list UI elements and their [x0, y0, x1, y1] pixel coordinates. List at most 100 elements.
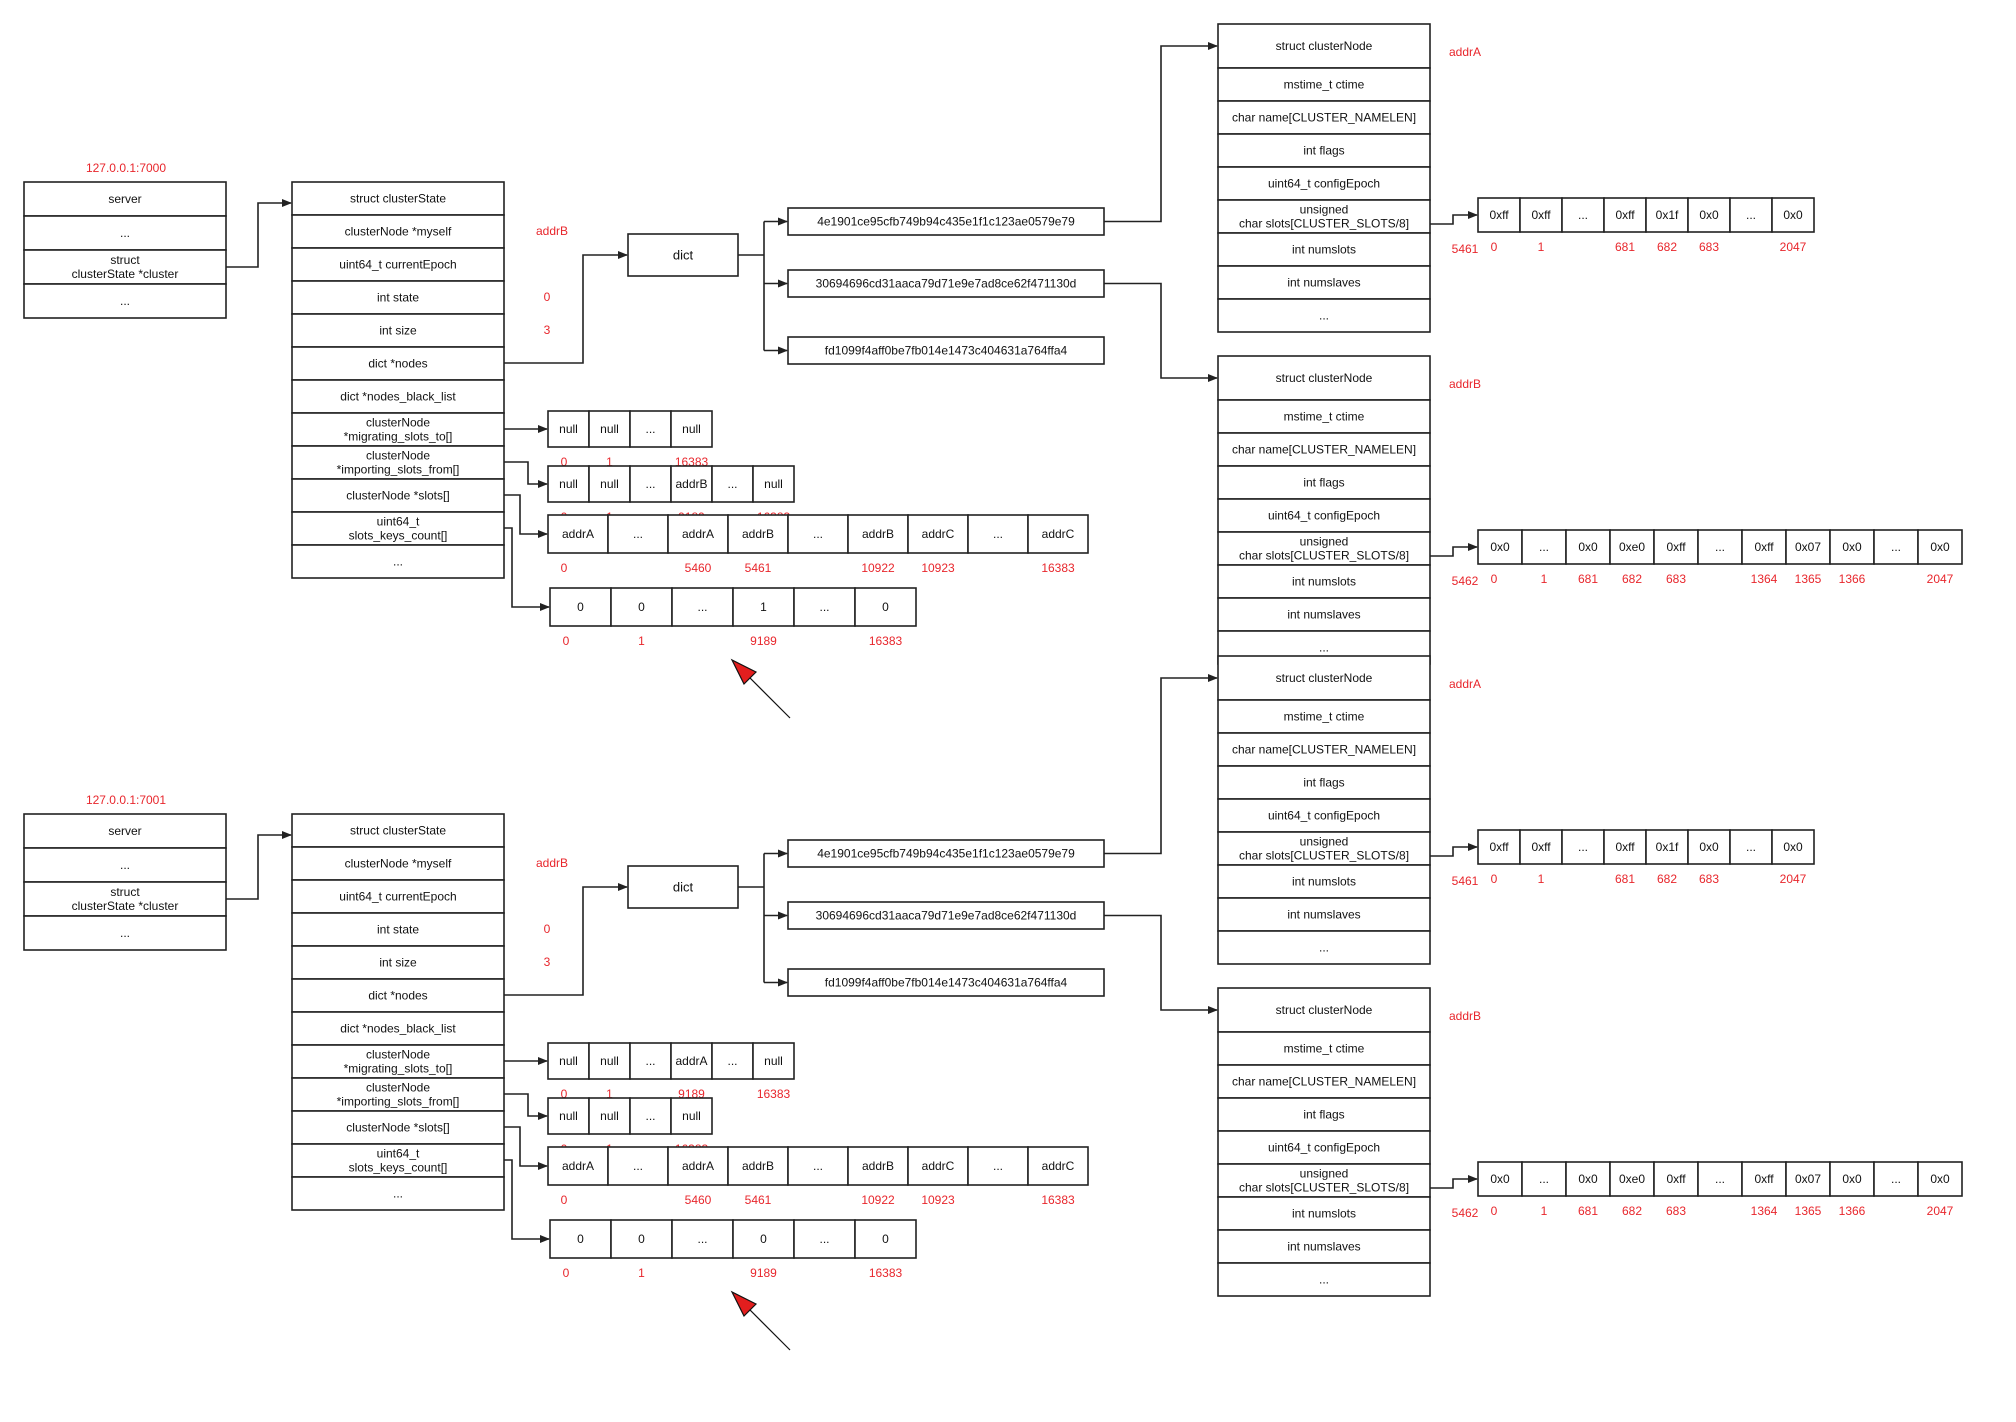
- server-struct-row-label: ...: [120, 294, 130, 308]
- slots-bitmap-cell: [1697, 529, 1743, 565]
- migrating-slots-index: 16383: [757, 1087, 791, 1101]
- slots-bitmap-index: 683: [1666, 572, 1686, 586]
- slots-bitmap-index: 681: [1578, 1204, 1598, 1218]
- cluster-state-struct-row-label: clusterNode *myself: [345, 225, 452, 239]
- slots-array-cell-value: addrA: [562, 527, 594, 541]
- slots-bitmap-cell: [1477, 1161, 1523, 1197]
- migrating-slots-cell-value: ...: [727, 1054, 737, 1068]
- slots-bitmap-cell: [1741, 1161, 1787, 1197]
- slots-keys-count-index: 9189: [750, 634, 777, 648]
- cluster-state-struct-row-label: uint64_t currentEpoch: [339, 890, 456, 904]
- slots-array-cell: [847, 514, 909, 554]
- cluster-node-row-label: char name[CLUSTER_NAMELEN]: [1232, 1075, 1416, 1089]
- slots-bitmap-cell: [1687, 197, 1731, 233]
- slots-keys-count-cell: [732, 587, 795, 627]
- migrating-slots-cell: [752, 1042, 795, 1080]
- cluster-node-row: [1217, 1163, 1431, 1198]
- slots-keys-count-cell-value: ...: [819, 600, 829, 614]
- slots-bitmap-index: 0: [1491, 240, 1498, 254]
- cluster-state-struct-row: [291, 313, 505, 348]
- cluster-node-row-label: ...: [1319, 309, 1329, 323]
- slots-bitmap-cell-value: 0xff: [1531, 840, 1551, 854]
- importing-slots-cell: [547, 1097, 590, 1135]
- importing-slots-cell: [752, 465, 795, 503]
- node-b-arrow: [1104, 914, 1218, 1014]
- cluster-state-struct-row-label: clusterNode*importing_slots_from[]: [337, 449, 460, 477]
- slots-array-cell-value: ...: [633, 1159, 643, 1173]
- cluster-state-struct-row-label: dict *nodes: [368, 989, 427, 1003]
- numslots-value: 5462: [1452, 574, 1479, 588]
- server-struct-row-label: server: [108, 192, 141, 206]
- cluster-state-struct-row-label: uint64_t currentEpoch: [339, 258, 456, 272]
- cluster-node-row-label: uint64_t configEpoch: [1268, 509, 1380, 523]
- cluster-state-struct-row-label: clusterNode*migrating_slots_to[]: [344, 1048, 453, 1076]
- cluster-node-row: [1217, 597, 1431, 632]
- cluster-node-row: [1217, 1130, 1431, 1165]
- slots-bitmap-cell-value: ...: [1578, 208, 1588, 222]
- cluster-node-row: [1217, 864, 1431, 899]
- slots-bitmap-cell-value: 0x0: [1490, 1172, 1510, 1186]
- cluster-state-struct-row: [291, 445, 505, 480]
- slots-bitmap-cell-value: ...: [1578, 840, 1588, 854]
- state-annotation: 0: [544, 290, 551, 304]
- cluster-node-row-label: ...: [1319, 1273, 1329, 1287]
- cluster-node-row-label: ...: [1319, 941, 1329, 955]
- node-id-box: [787, 901, 1105, 930]
- slots-bitmap-cell-value: 0xff: [1754, 540, 1774, 554]
- server-struct-row-label: ...: [120, 926, 130, 940]
- slots-bitmap-index: 2047: [1927, 572, 1954, 586]
- slots-bitmap-cell: [1565, 529, 1611, 565]
- cluster-pointer-arrow: [226, 199, 292, 268]
- cluster-node-row: [1217, 1262, 1431, 1297]
- slots-bitmap-cell-value: 0xe0: [1619, 1172, 1645, 1186]
- size-annotation: 3: [544, 323, 551, 337]
- slots-bitmap-cell-value: 0x0: [1490, 540, 1510, 554]
- slots-keys-count-cell-value: 0: [577, 1232, 584, 1246]
- slots-array-cell-value: addrB: [742, 527, 774, 541]
- cluster-node-row: [1217, 498, 1431, 533]
- migrating-slots-index: 0: [561, 1087, 568, 1101]
- slots-bitmap-cell: [1521, 529, 1567, 565]
- cluster-node-row-label: mstime_t ctime: [1284, 410, 1365, 424]
- cluster-state-struct-row-label: clusterNode*importing_slots_from[]: [337, 1081, 460, 1109]
- slots-keys-count-cell: [854, 1219, 917, 1259]
- cluster-state-struct-row-label: int state: [377, 923, 419, 937]
- cluster-node-row-label: mstime_t ctime: [1284, 1042, 1365, 1056]
- slots-bitmap-cell: [1519, 829, 1563, 865]
- slots-keys-count-cell: [793, 1219, 856, 1259]
- server-address-label: 127.0.0.1:7001: [86, 793, 166, 807]
- cluster-node-row-label: int numslots: [1292, 243, 1356, 257]
- importing-slots-cell-value: null: [559, 1109, 578, 1123]
- slots-bitmap-cell: [1729, 197, 1773, 233]
- server-struct-row: [23, 813, 227, 849]
- importing-slots-cell-value: null: [600, 477, 619, 491]
- importing-slots-cell-value: addrB: [675, 477, 707, 491]
- cluster-node-row-label: uint64_t configEpoch: [1268, 1141, 1380, 1155]
- size-annotation: 3: [544, 955, 551, 969]
- slots-arrow: [504, 1126, 548, 1170]
- cluster-node-row: [1217, 1196, 1431, 1231]
- slots-bitmap-index: 0: [1491, 872, 1498, 886]
- cluster-node-row-label: struct clusterNode: [1276, 39, 1373, 53]
- slots-bitmap-cell-value: 0x0: [1783, 208, 1803, 222]
- slots-bitmap-cell: [1477, 529, 1523, 565]
- importing-slots-cell-value: null: [764, 477, 783, 491]
- slots-keys-count-cell: [671, 1219, 734, 1259]
- slots-keys-count-cell-value: 1: [760, 600, 767, 614]
- slots-bitmap-index: 1364: [1751, 1204, 1778, 1218]
- bitmap-pointer-arrow: [1430, 211, 1478, 225]
- cluster-node-row: [1217, 298, 1431, 333]
- cluster-state-struct-row: [291, 813, 505, 848]
- migrating-slots-cell-value: null: [682, 422, 701, 436]
- node-a-arrow: [1104, 674, 1218, 855]
- slots-array-cell-value: addrC: [1042, 527, 1075, 541]
- slots-bitmap-cell-value: ...: [1539, 540, 1549, 554]
- cluster-node-row: [1217, 67, 1431, 102]
- cluster-node-row-label: int numslaves: [1287, 608, 1360, 622]
- importing-slots-cell-value: null: [600, 1109, 619, 1123]
